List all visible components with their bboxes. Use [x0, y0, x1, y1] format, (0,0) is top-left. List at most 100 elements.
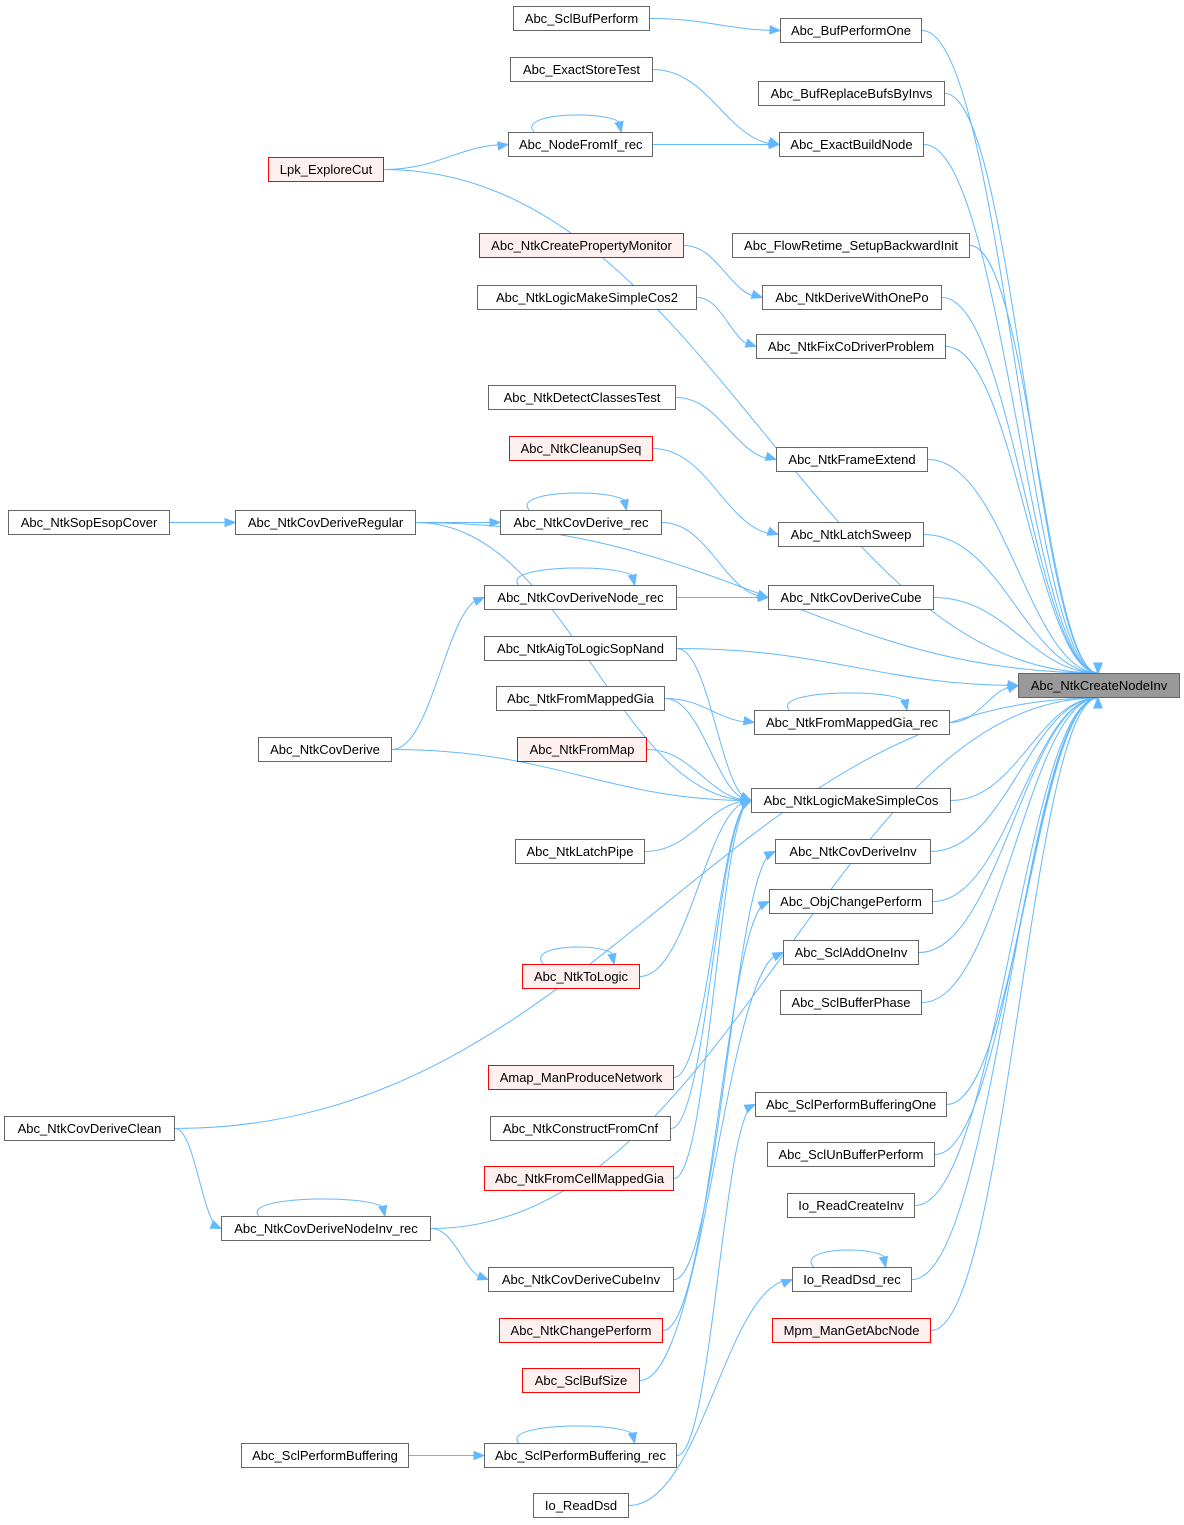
- graph-node[interactable]: Abc_ExactStoreTest: [510, 57, 653, 82]
- graph-node[interactable]: Abc_NodeFromIf_rec: [508, 132, 653, 157]
- call-edge: [649, 18, 781, 31]
- call-edge: [670, 800, 752, 1129]
- edge-arrowhead: [619, 498, 629, 512]
- graph-node[interactable]: Lpk_ExploreCut: [268, 157, 384, 182]
- graph-node[interactable]: Abc_NtkCleanupSeq: [509, 436, 653, 461]
- edge-arrowhead: [473, 1450, 486, 1461]
- edge-arrowhead: [768, 139, 781, 150]
- graph-node[interactable]: Abc_NtkDeriveWithOnePo: [762, 285, 942, 310]
- edge-arrowhead: [476, 1271, 490, 1281]
- call-edge: [941, 297, 1099, 674]
- graph-node[interactable]: Io_ReadCreateInv: [787, 1193, 915, 1218]
- call-edge: [639, 800, 752, 977]
- graph-node[interactable]: Amap_ManProduceNetwork: [488, 1065, 674, 1090]
- graph-node[interactable]: Abc_SclPerformBuffering_rec: [484, 1443, 677, 1468]
- graph-node[interactable]: Abc_NtkFrameExtend: [776, 447, 928, 472]
- call-edge: [673, 851, 776, 1280]
- graph-node[interactable]: Abc_BufReplaceBufsByInvs: [758, 81, 945, 106]
- graph-node[interactable]: Abc_NtkFromMap: [517, 737, 647, 762]
- edge-arrowhead: [1093, 662, 1103, 675]
- graph-node[interactable]: Abc_NtkFromMappedGia: [496, 686, 665, 711]
- call-edge: [531, 114, 622, 133]
- graph-node[interactable]: Abc_NtkFixCoDriverProblem: [756, 334, 946, 359]
- call-edge: [923, 534, 1099, 674]
- edge-arrowhead: [627, 1431, 638, 1445]
- graph-node[interactable]: Abc_NtkCovDeriveRegular: [235, 510, 416, 535]
- call-edge: [662, 901, 770, 1331]
- edge-arrowhead: [742, 715, 756, 726]
- graph-node[interactable]: Abc_NtkFromCellMappedGia: [484, 1166, 674, 1191]
- graph-node[interactable]: Abc_SclAddOneInv: [783, 940, 919, 965]
- call-edge: [946, 697, 1099, 1105]
- graph-node[interactable]: Abc_ObjChangePerform: [769, 889, 933, 914]
- edge-arrowhead: [472, 596, 486, 606]
- call-edge: [911, 697, 1099, 1280]
- edge-arrowhead: [627, 573, 638, 587]
- graph-node[interactable]: Io_ReadDsd: [533, 1493, 629, 1518]
- call-edge: [930, 697, 1099, 852]
- graph-node[interactable]: Abc_SclUnBufferPerform: [767, 1142, 935, 1167]
- graph-node[interactable]: Abc_NtkCovDeriveInv: [775, 839, 931, 864]
- call-edge: [676, 1104, 756, 1456]
- graph-node[interactable]: Abc_NtkLogicMakeSimpleCos: [751, 788, 951, 813]
- call-edge: [644, 800, 752, 852]
- call-edge: [652, 69, 780, 145]
- graph-node[interactable]: Abc_NtkDetectClassesTest: [488, 385, 676, 410]
- graph-node[interactable]: Abc_NtkLatchSweep: [778, 522, 924, 547]
- graph-node[interactable]: Abc_NtkCovDerive_rec: [500, 510, 662, 535]
- graph-node[interactable]: Abc_NtkAigToLogicSopNand: [484, 636, 677, 661]
- graph-node[interactable]: Abc_FlowRetime_SetupBackwardInit: [732, 233, 970, 258]
- edge-arrowhead: [757, 592, 770, 603]
- call-edge: [256, 1198, 386, 1217]
- graph-node[interactable]: Abc_NtkToLogic: [522, 964, 640, 989]
- call-edge: [969, 245, 1099, 674]
- graph-node[interactable]: Abc_NtkCovDeriveCube: [768, 585, 934, 610]
- graph-node[interactable]: Abc_NtkConstructFromCnf: [490, 1116, 671, 1141]
- graph-node[interactable]: Abc_NtkCovDeriveClean: [4, 1116, 175, 1141]
- graph-node[interactable]: Abc_NtkCreatePropertyMonitor: [479, 233, 684, 258]
- graph-node[interactable]: Abc_NtkFromMappedGia_rec: [754, 710, 950, 735]
- edge-arrowhead: [607, 952, 617, 966]
- graph-node[interactable]: Abc_SclBufferPhase: [780, 990, 922, 1015]
- graph-node[interactable]: Abc_BufPerformOne: [780, 18, 922, 43]
- graph-node[interactable]: Mpm_ManGetAbcNode: [772, 1318, 931, 1343]
- call-edge: [174, 697, 1099, 1129]
- graph-node[interactable]: Abc_NtkSopEsopCover: [8, 510, 170, 535]
- graph-node[interactable]: Abc_NtkLogicMakeSimpleCos2: [477, 285, 697, 310]
- edge-arrowhead: [744, 338, 758, 348]
- call-edge: [415, 522, 752, 801]
- graph-node[interactable]: Abc_NtkCovDeriveNodeInv_rec: [221, 1216, 431, 1241]
- call-edge: [949, 685, 1019, 723]
- graph-node[interactable]: Abc_NtkCovDeriveCubeInv: [488, 1267, 674, 1292]
- graph-node[interactable]: Abc_NtkChangePerform: [499, 1318, 663, 1343]
- call-edge: [540, 946, 615, 965]
- call-edge: [383, 169, 1099, 674]
- graph-node[interactable]: Abc_SclPerformBuffering: [241, 1443, 409, 1468]
- graph-node[interactable]: Abc_ExactBuildNode: [779, 132, 924, 157]
- graph-node[interactable]: Abc_SclBufPerform: [513, 6, 650, 31]
- call-edge: [628, 1279, 793, 1506]
- edge-arrowhead: [769, 25, 782, 35]
- graph-node[interactable]: Abc_NtkCovDeriveNode_rec: [484, 585, 677, 610]
- graph-node[interactable]: Abc_NtkLatchPipe: [515, 839, 645, 864]
- edge-arrowhead: [900, 698, 910, 712]
- graph-node[interactable]: Io_ReadDsd_rec: [792, 1267, 912, 1292]
- call-edge: [430, 1228, 489, 1280]
- call-edge: [673, 800, 752, 1078]
- call-edge: [675, 397, 777, 460]
- edge-arrowhead: [878, 1255, 889, 1269]
- call-edge: [810, 1249, 887, 1268]
- call-edge: [676, 648, 752, 801]
- call-edge: [391, 597, 485, 750]
- edge-arrowhead: [750, 289, 764, 299]
- call-edge: [918, 697, 1099, 953]
- graph-node[interactable]: Abc_NtkCovDerive: [258, 737, 392, 762]
- edge-arrowhead: [739, 799, 753, 810]
- edge-arrowhead: [496, 141, 510, 151]
- edge-arrowhead: [1093, 696, 1103, 709]
- call-edge: [673, 800, 752, 1179]
- graph-node[interactable]: Abc_SclPerformBufferingOne: [755, 1092, 947, 1117]
- graph-node[interactable]: Abc_SclBufSize: [522, 1368, 640, 1393]
